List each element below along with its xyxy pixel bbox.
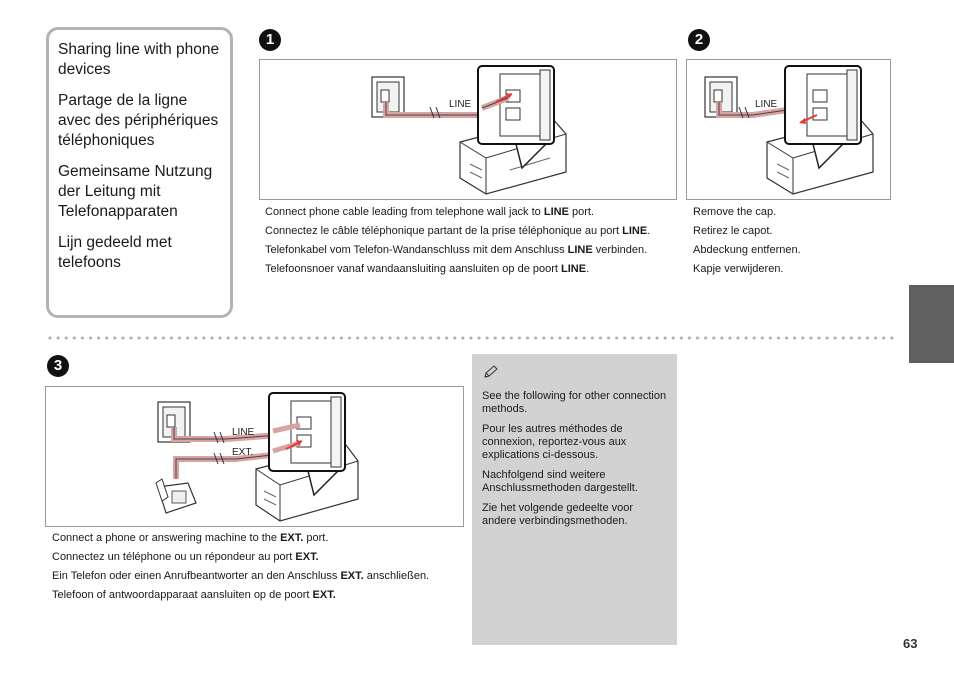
telephone-icon <box>155 478 197 514</box>
line-port-label: LINE <box>755 99 778 110</box>
step-3-number: 3 <box>47 355 69 377</box>
note-de: Nachfolgend sind weitere Anschlussmethod… <box>482 469 638 494</box>
page-number: 63 <box>903 636 918 651</box>
step-1-nl: Telefoonsnoer vanaf wandaansluiting aans… <box>265 263 590 275</box>
line-port-label: LINE <box>232 427 255 438</box>
step-1-number: 1 <box>259 29 281 51</box>
note-box: See the following for other connection m… <box>472 354 677 645</box>
ext-port-label: EXT. <box>232 447 253 458</box>
title-de: Gemeinsame Nutzung der Leitung mit Telef… <box>58 163 213 220</box>
step-3-en: Connect a phone or answering machine to … <box>52 532 329 544</box>
step-2-text: Remove the cap. Retirez le capot. Abdeck… <box>693 206 883 282</box>
step-1-illustration: LINE <box>259 59 677 200</box>
pencil-icon <box>482 364 667 384</box>
step-3-illustration: LINE EXT. <box>45 386 464 527</box>
note-fr: Pour les autres méthodes de connexion, r… <box>482 423 627 461</box>
step-2-en: Remove the cap. <box>693 206 777 218</box>
title-fr: Partage de la ligne avec des périphériqu… <box>58 92 219 149</box>
step-1-en: Connect phone cable leading from telepho… <box>265 206 594 218</box>
note-en: See the following for other connection m… <box>482 390 667 415</box>
step-3-de: Ein Telefon oder einen Anrufbeantworter … <box>52 570 430 582</box>
section-divider <box>46 336 894 340</box>
chapter-tab <box>909 285 954 363</box>
line-port-label: LINE <box>449 99 472 110</box>
title-en: Sharing line with phone devices <box>58 41 220 78</box>
step-3-text: Connect a phone or answering machine to … <box>52 532 467 608</box>
step-2-illustration: LINE <box>686 59 891 200</box>
note-nl: Zie het volgende gedeelte voor andere ve… <box>482 502 634 527</box>
step-2-nl: Kapje verwijderen. <box>693 263 784 275</box>
step-3-fr: Connectez un téléphone ou un répondeur a… <box>52 551 319 563</box>
step-2-number: 2 <box>688 29 710 51</box>
section-title-box: Sharing line with phone devices Partage … <box>46 27 233 318</box>
step-2-de: Abdeckung entfernen. <box>693 244 801 256</box>
title-nl: Lijn gedeeld met telefoons <box>58 234 172 271</box>
wall-jack-icon <box>704 76 738 118</box>
wall-jack-icon <box>157 401 191 443</box>
step-1-de: Telefonkabel vom Telefon-Wandanschluss m… <box>265 244 648 256</box>
step-1-fr: Connectez le câble téléphonique partant … <box>265 225 651 237</box>
step-2-fr: Retirez le capot. <box>693 225 773 237</box>
step-1-text: Connect phone cable leading from telepho… <box>265 206 670 282</box>
step-3-nl: Telefoon of antwoordapparaat aansluiten … <box>52 589 336 601</box>
